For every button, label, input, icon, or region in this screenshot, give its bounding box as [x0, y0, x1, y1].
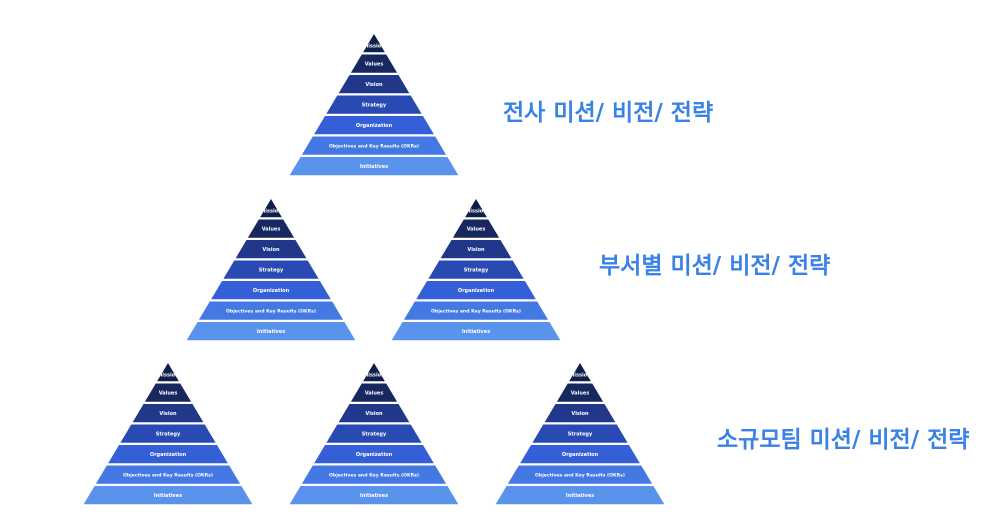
pyramid-band-initiatives: [289, 157, 459, 176]
pyramid-band-strategy: [326, 95, 422, 114]
pyramid-band-label: Objectives and Key Results (OKRs): [431, 309, 521, 315]
pyramid-band-label: Values: [159, 391, 178, 397]
pyramid-band-label: Initiatives: [257, 329, 285, 335]
pyramid-band-values: [350, 383, 398, 402]
pyramid-band-label: Mission: [260, 209, 282, 215]
tier-label-company: 전사 미션/ 비전/ 전략: [503, 100, 714, 126]
pyramid-band-vision: [338, 404, 410, 423]
pyramid-band-values: [556, 383, 604, 402]
pyramid-band-organization: [211, 281, 331, 300]
pyramid-band-label: Values: [262, 227, 281, 233]
pyramid-band-label: Strategy: [362, 103, 387, 109]
pyramid-band-strategy: [428, 260, 524, 279]
pyramid-band-vision: [132, 404, 204, 423]
pyramid-band-label: Objectives and Key Results (OKRs): [329, 473, 419, 479]
pyramid-band-strategy: [532, 424, 628, 443]
pyramid-team-1: MissionValuesVisionStrategyOrganizationO…: [83, 363, 253, 505]
pyramid-band-initiatives: [289, 486, 459, 505]
pyramid-band-label: Initiatives: [154, 493, 182, 499]
pyramid-band-label: Objectives and Key Results (OKRs): [329, 144, 419, 150]
pyramid-band-mission: [363, 34, 385, 53]
pyramid-band-label: Organization: [356, 452, 393, 458]
pyramid-band-initiatives: [495, 486, 665, 505]
pyramid-band-label: Strategy: [259, 268, 284, 274]
pyramid-band-label: Organization: [562, 452, 599, 458]
pyramid-band-label: Values: [467, 227, 486, 233]
pyramid-band-label: Organization: [150, 452, 187, 458]
pyramid-company: MissionValuesVisionStrategyOrganizationO…: [289, 34, 459, 176]
pyramid-band-objectives-and-key-results-okrs: [301, 136, 447, 155]
pyramid-band-label: Objectives and Key Results (OKRs): [123, 473, 213, 479]
pyramid-band-organization: [108, 445, 228, 464]
pyramid-band-label: Mission: [465, 209, 487, 215]
pyramid-band-label: Strategy: [362, 432, 387, 438]
pyramid-band-organization: [314, 445, 434, 464]
pyramid-band-label: Values: [365, 391, 384, 397]
pyramid-band-vision: [235, 240, 307, 259]
pyramid-band-label: Values: [365, 62, 384, 68]
pyramid-band-label: Objectives and Key Results (OKRs): [226, 309, 316, 315]
pyramid-band-organization: [416, 281, 536, 300]
pyramid-band-mission: [465, 199, 487, 218]
pyramid-band-label: Vision: [365, 82, 383, 88]
pyramid-band-mission: [260, 199, 282, 218]
pyramid-band-mission: [569, 363, 591, 382]
pyramid-band-label: Initiatives: [462, 329, 490, 335]
pyramid-band-label: Strategy: [568, 432, 593, 438]
pyramid-department-2: MissionValuesVisionStrategyOrganizationO…: [391, 199, 561, 341]
pyramid-band-label: Organization: [458, 288, 495, 294]
pyramid-band-label: Initiatives: [566, 493, 594, 499]
pyramid-band-label: Mission: [363, 44, 385, 50]
pyramid-band-label: Mission: [157, 373, 179, 379]
pyramid-band-objectives-and-key-results-okrs: [403, 301, 549, 320]
pyramid-band-strategy: [223, 260, 319, 279]
pyramid-band-label: Objectives and Key Results (OKRs): [535, 473, 625, 479]
pyramid-band-label: Organization: [253, 288, 290, 294]
tier-label-team: 소규모팀 미션/ 비전/ 전략: [717, 427, 970, 453]
pyramid-band-label: Mission: [569, 373, 591, 379]
pyramid-band-label: Vision: [159, 411, 177, 417]
pyramid-band-objectives-and-key-results-okrs: [507, 465, 653, 484]
pyramid-band-mission: [157, 363, 179, 382]
pyramid-band-vision: [338, 75, 410, 94]
pyramid-band-vision: [544, 404, 616, 423]
pyramid-band-strategy: [326, 424, 422, 443]
pyramid-band-organization: [314, 116, 434, 135]
pyramid-band-initiatives: [83, 486, 253, 505]
pyramid-band-values: [247, 219, 295, 238]
pyramid-band-objectives-and-key-results-okrs: [301, 465, 447, 484]
pyramid-band-label: Organization: [356, 123, 393, 129]
pyramid-band-values: [144, 383, 192, 402]
pyramid-band-initiatives: [186, 322, 356, 341]
pyramid-band-mission: [363, 363, 385, 382]
pyramid-band-label: Vision: [467, 247, 485, 253]
pyramid-band-values: [452, 219, 500, 238]
pyramid-department-1: MissionValuesVisionStrategyOrganizationO…: [186, 199, 356, 341]
pyramid-team-2: MissionValuesVisionStrategyOrganizationO…: [289, 363, 459, 505]
pyramid-band-label: Vision: [571, 411, 589, 417]
pyramid-band-vision: [440, 240, 512, 259]
pyramid-band-label: Vision: [262, 247, 280, 253]
pyramid-band-objectives-and-key-results-okrs: [95, 465, 241, 484]
pyramid-team-3: MissionValuesVisionStrategyOrganizationO…: [495, 363, 665, 505]
pyramid-band-label: Strategy: [464, 268, 489, 274]
tier-label-department: 부서별 미션/ 비전/ 전략: [599, 253, 831, 279]
pyramid-band-label: Initiatives: [360, 493, 388, 499]
pyramid-band-label: Strategy: [156, 432, 181, 438]
pyramid-band-label: Values: [571, 391, 590, 397]
pyramid-band-objectives-and-key-results-okrs: [198, 301, 344, 320]
pyramid-band-label: Vision: [365, 411, 383, 417]
pyramid-band-strategy: [120, 424, 216, 443]
pyramid-band-organization: [520, 445, 640, 464]
pyramid-band-values: [350, 54, 398, 73]
pyramid-band-label: Mission: [363, 373, 385, 379]
pyramid-band-initiatives: [391, 322, 561, 341]
pyramid-band-label: Initiatives: [360, 164, 388, 170]
